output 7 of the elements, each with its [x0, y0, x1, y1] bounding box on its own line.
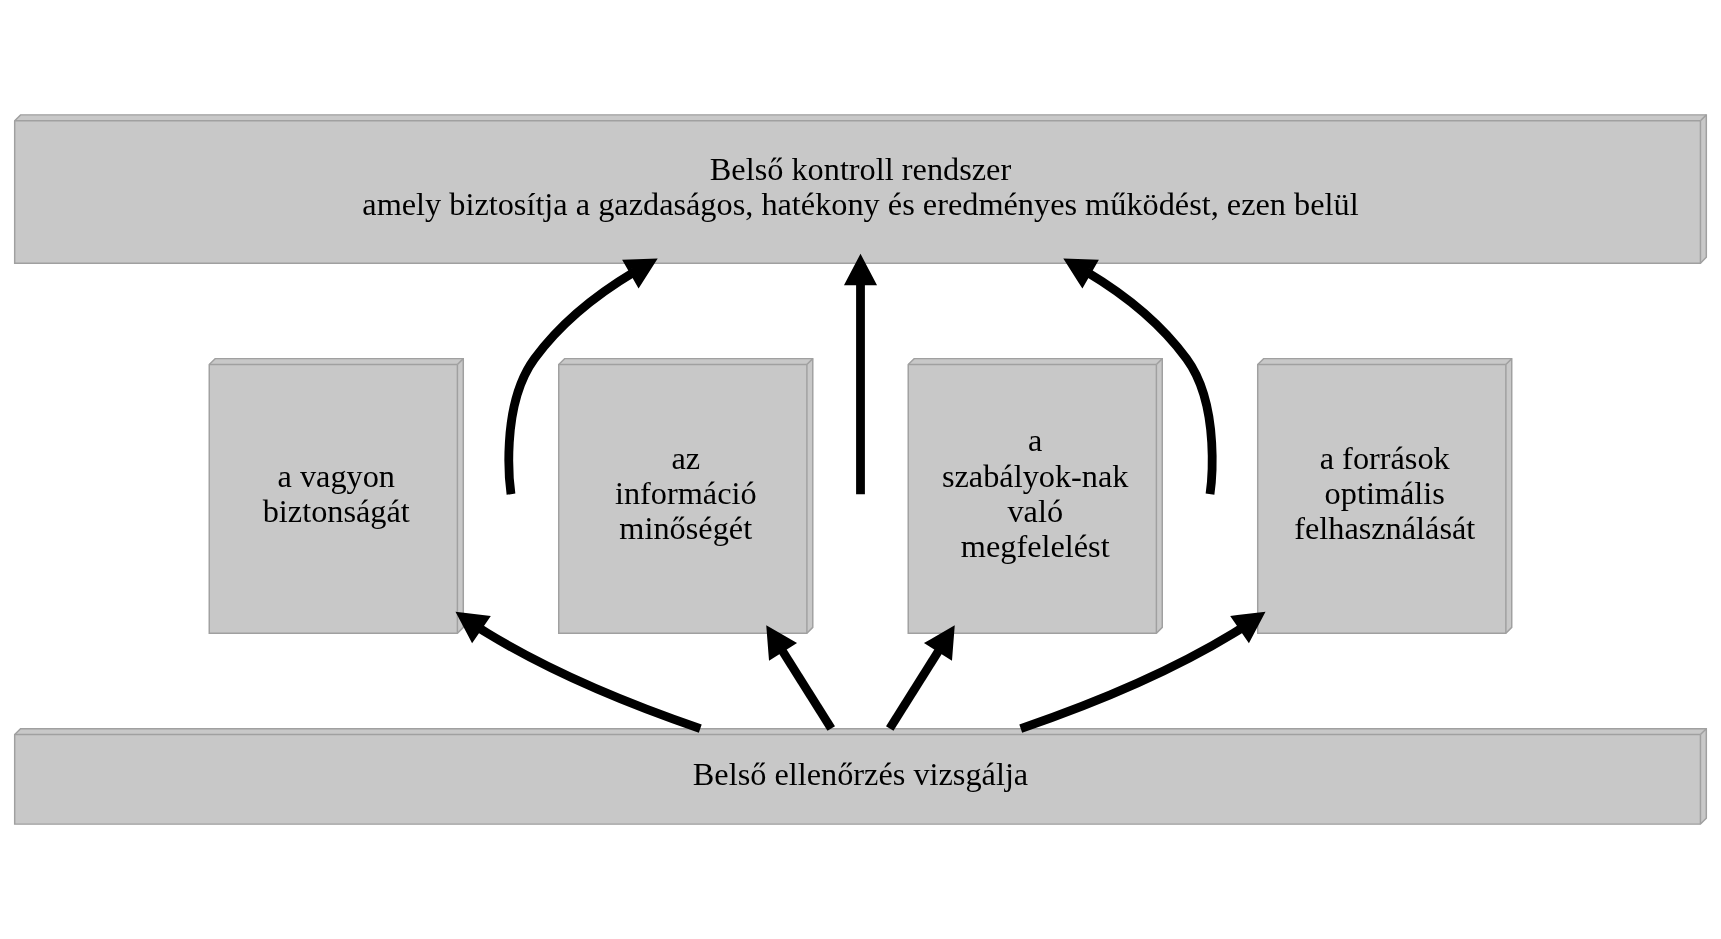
arrow — [886, 625, 955, 731]
arrow — [1019, 611, 1266, 733]
arrow — [455, 611, 702, 733]
arrow — [843, 253, 878, 495]
arrow — [766, 625, 835, 731]
arrow — [1063, 258, 1217, 495]
arrow — [504, 258, 658, 495]
